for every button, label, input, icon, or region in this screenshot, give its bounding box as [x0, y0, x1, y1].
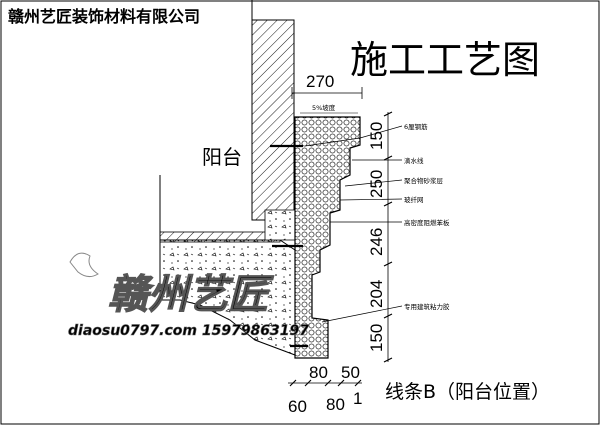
- watermark-contact: diaosu0797.com 15979863197: [68, 323, 309, 339]
- slope-note: 5%坡度: [312, 103, 336, 112]
- dim-bottom-80b: 80: [326, 395, 345, 414]
- watermark-brand: 赣州艺匠: [108, 272, 274, 318]
- dim-bottom-50: 50: [341, 363, 360, 382]
- dim-v-4: 204: [367, 280, 386, 308]
- dim-bottom-60: 60: [288, 397, 307, 416]
- balcony-label: 阳台: [202, 145, 242, 169]
- watermark: 赣州艺匠 diaosu0797.com 15979863197: [68, 252, 310, 339]
- dim-bottom-80: 80: [309, 363, 328, 382]
- wall-base-block: [264, 209, 296, 241]
- dim-v-1: 150: [367, 122, 386, 150]
- diagram-caption: 线条B（阳台位置）: [385, 381, 550, 403]
- dim-v-5: 150: [367, 324, 386, 352]
- slab-finish-layer: [159, 231, 281, 243]
- dim-top: 270: [306, 72, 334, 91]
- callout-adhesive: 专用建筑粘力胶: [404, 302, 450, 311]
- callout-drip-line: 滴水线: [404, 156, 424, 165]
- callout-rebar: 6厘钢筋: [404, 122, 428, 131]
- callout-foam-board: 高密度阻燃苯板: [404, 218, 450, 227]
- dim-v-2: 250: [367, 170, 386, 198]
- diagram-title: 施工工艺图: [350, 38, 540, 82]
- dim-bottom-1: 1: [353, 389, 362, 408]
- company-name: 赣州艺匠装饰材料有限公司: [8, 7, 200, 26]
- callout-fiberglass-mesh: 玻纤网: [404, 195, 424, 204]
- watermark-logo-icon: [69, 252, 99, 278]
- foam-profile: [294, 116, 361, 359]
- callout-polymer-mortar: 聚合物砂浆层: [404, 176, 444, 185]
- dim-v-3: 246: [367, 228, 386, 256]
- wall-column: [251, 19, 295, 221]
